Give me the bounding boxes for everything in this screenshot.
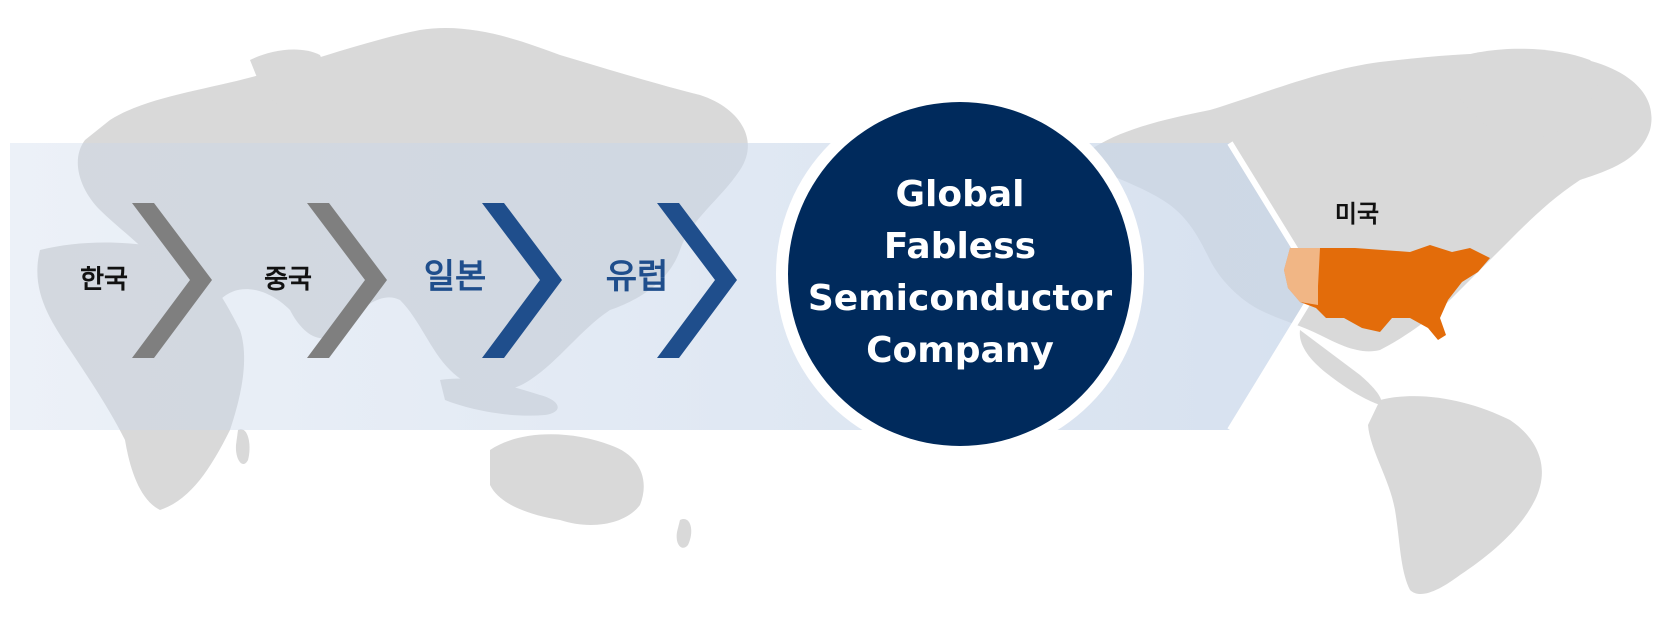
map-australia xyxy=(490,434,644,525)
chevron-right-icon xyxy=(482,203,562,358)
step-label: 일본 xyxy=(424,257,487,297)
map-greenland xyxy=(1447,48,1599,139)
map-new-zealand xyxy=(676,519,692,548)
chevron-right-icon xyxy=(132,203,212,358)
map-scandinavia xyxy=(250,49,324,111)
step-label: 유럽 xyxy=(606,257,669,297)
center-text-line: Fabless xyxy=(884,226,1036,267)
step-label: 중국 xyxy=(264,265,312,295)
usa-highlight-west xyxy=(1284,248,1320,305)
map-south-america xyxy=(1368,396,1542,595)
center-text-line: Semiconductor xyxy=(808,278,1113,319)
destination-label: 미국 xyxy=(1335,200,1379,228)
chevron-right-icon xyxy=(307,203,387,358)
center-text-line: Global xyxy=(895,174,1024,215)
usa-highlight xyxy=(1284,245,1490,340)
map-central-america xyxy=(1299,330,1382,405)
center-circle xyxy=(788,102,1132,446)
center-text-line: Company xyxy=(866,330,1054,371)
map-madagascar xyxy=(235,429,250,465)
step-label: 한국 xyxy=(80,265,128,295)
step-sequence: 한국 중국 일본 유럽 xyxy=(80,203,737,358)
chevron-right-icon xyxy=(657,203,737,358)
